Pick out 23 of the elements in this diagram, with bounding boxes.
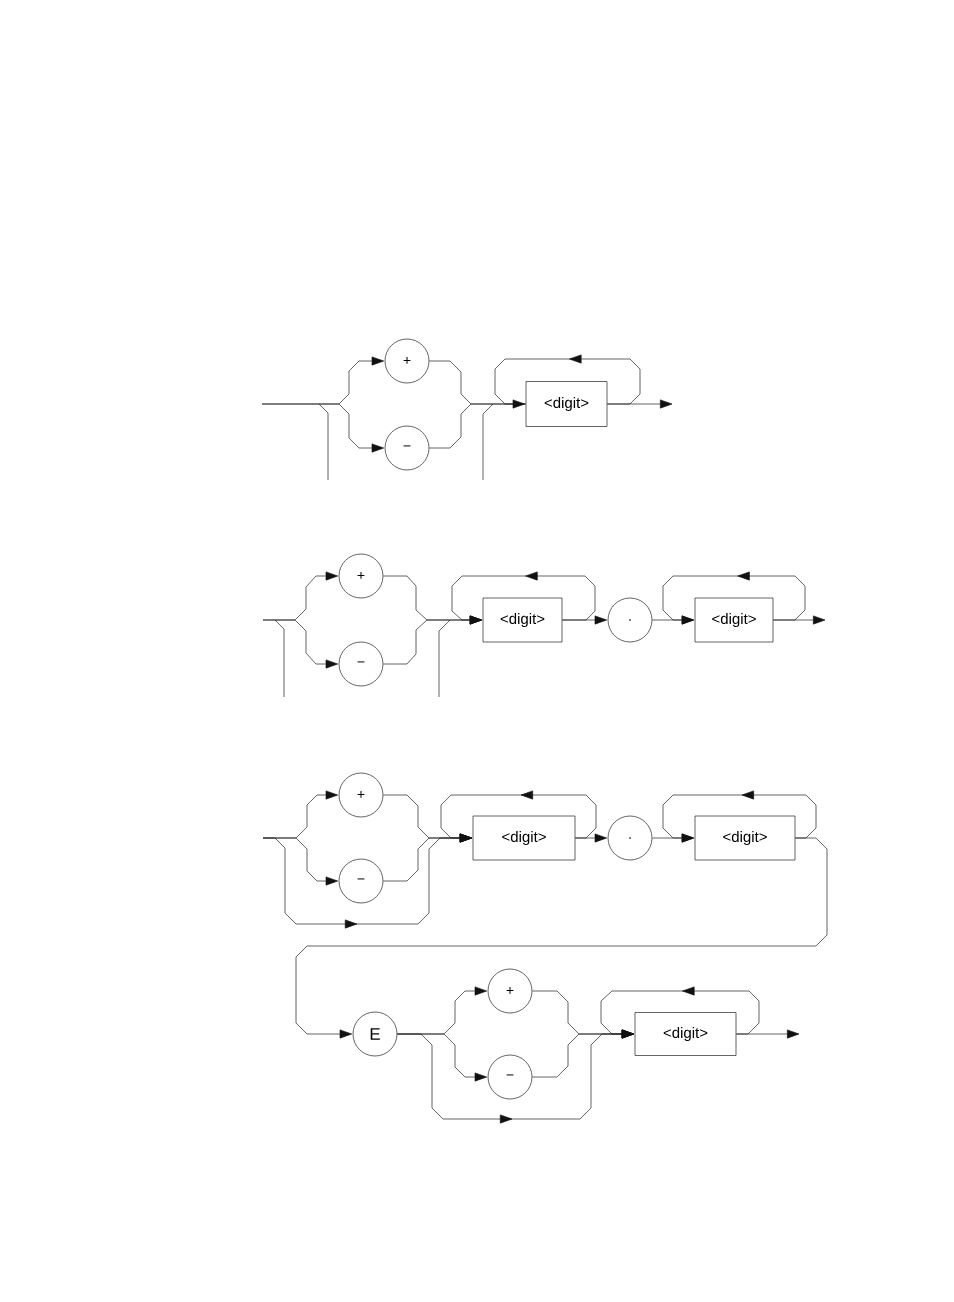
syntax-box: <digit> [482, 597, 563, 643]
arrow [295, 837, 828, 1039]
arrow [532, 1029, 634, 1078]
arrow [562, 615, 607, 625]
syntax-box: <digit> [472, 815, 576, 861]
arrow [397, 1033, 487, 1082]
arrow [383, 615, 482, 665]
arrow [261, 403, 384, 453]
arrow [773, 615, 826, 625]
arrow [736, 1029, 800, 1039]
syntax-box: <digit> [634, 1012, 737, 1056]
arrow [262, 837, 338, 886]
syntax-box: <digit> [694, 597, 774, 643]
arrow [652, 833, 694, 843]
loop-arrow [494, 354, 641, 409]
syntax-box: <digit> [525, 381, 608, 427]
connector-line [429, 403, 526, 449]
arrow [575, 833, 607, 843]
arrow [652, 615, 694, 625]
arrow [262, 619, 338, 669]
syntax-box: <digit> [694, 815, 796, 861]
arrow [607, 399, 673, 409]
arrow [383, 833, 472, 882]
